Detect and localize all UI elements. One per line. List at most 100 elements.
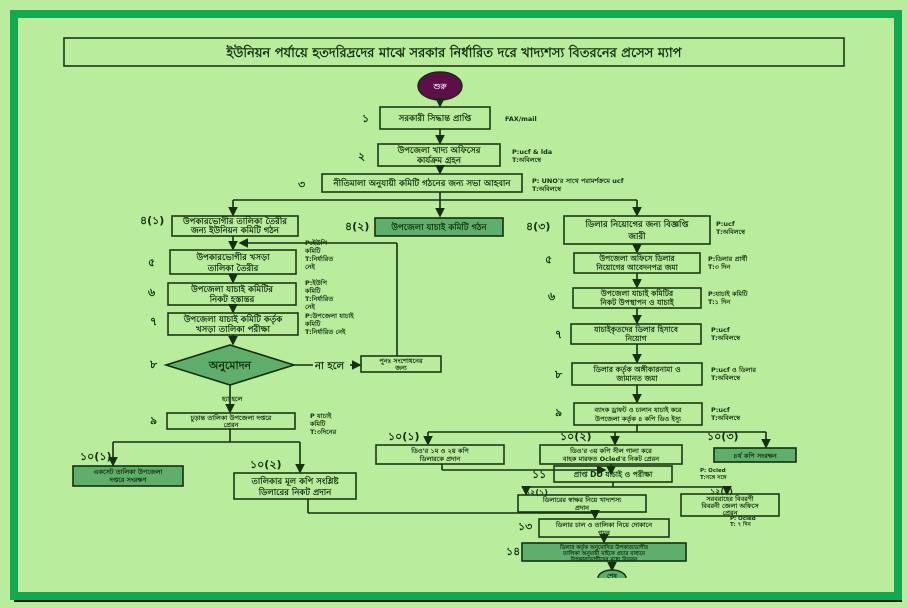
step-number: ১০(২) bbox=[560, 430, 592, 443]
step-number: ১ bbox=[362, 112, 369, 125]
step-text: উপজেলা কর্তৃক ৪ কপি ডিও ইস্যু bbox=[594, 413, 682, 424]
right-step-14[interactable]: ১৪ ডিলার কর্তৃক অনুমোদিত উপকারভোগীর তালি… bbox=[506, 542, 687, 563]
step-note: T:অবিলম্বে bbox=[512, 155, 542, 164]
step-number: ৪(২) bbox=[345, 220, 369, 233]
right-step-12-2[interactable]: ১২(২) সরবরাহের বিবরণী বিবরনী জেলা অফিসে … bbox=[680, 487, 780, 528]
step-4-2[interactable]: ৪(২) উপজেলা যাচাই কমিটি গঠন bbox=[345, 217, 504, 237]
right-step-5[interactable]: ৫ উপজেলা অফিসে ডিলার নিয়োগের আবেদনপত্র … bbox=[545, 252, 749, 274]
step-number: ১০(১) bbox=[388, 430, 419, 443]
step-text: উপজেলা যাচাই কমিটি কর্তৃক bbox=[183, 312, 283, 326]
step-4-3[interactable]: ৪(৩) ডিলার নিয়োগের জন্য বিজ্ঞপ্তি জারী … bbox=[526, 215, 746, 245]
step-text: উপকারভোগীর তালিকা তৈরীর bbox=[182, 214, 288, 227]
left-step-6[interactable]: ৬ উপজেলা যাচাই কমিটির নিকট হস্তান্তর P:ই… bbox=[148, 277, 334, 311]
left-step-7[interactable]: ৭ উপজেলা যাচাই কমিটি কর্তৃক খসড়া তালিকা… bbox=[150, 310, 355, 336]
step-text: তালিকার মূল কপি সংশ্লিষ্ট bbox=[250, 475, 339, 488]
decision-approval[interactable]: ৮ অনুমোদন bbox=[149, 344, 297, 386]
step-note: T: ৭ দিন bbox=[730, 520, 752, 528]
step-text: ডিলারের স্বাক্ষর নিয়ে খাদ্যশস্য bbox=[542, 495, 622, 504]
step-text: উপকারভোগীদের মধ্যে বিতরন bbox=[570, 554, 638, 563]
step-text: সরকারী সিদ্ধান্ত প্রাপ্তি bbox=[398, 111, 473, 124]
step-note: FAX/mail bbox=[505, 115, 537, 123]
step-note: কমিটি bbox=[309, 418, 327, 428]
step-text: বিবরনী জেলা অফিসে bbox=[700, 500, 759, 510]
end-label: শেষ bbox=[607, 572, 618, 580]
right-step-10-2[interactable]: ১০(২) ডিও'র ৩য় কপি সীল গালা করে বাহক মা… bbox=[539, 430, 683, 465]
right-step-9[interactable]: ৯ ব্যাংক ড্রাফট ও চালান যাচাই করে উপজেলা… bbox=[555, 402, 741, 426]
step-number: ৬ bbox=[548, 290, 556, 303]
right-step-6[interactable]: ৬ উপজেলা যাচাই কমিটির নিকট উপস্থাপন ও যা… bbox=[548, 287, 749, 309]
rework-text: জন্য bbox=[394, 364, 408, 372]
step-number: ৫ bbox=[148, 256, 155, 269]
step-number: ৪(১) bbox=[140, 214, 164, 227]
step-text: উপজেলা অফিসে ডিলার bbox=[598, 252, 675, 263]
step-note: T:অবিলম্বে bbox=[711, 373, 741, 382]
step-1[interactable]: ১ সরকারী সিদ্ধান্ত প্রাপ্তি FAX/mail bbox=[362, 106, 537, 130]
right-step-10-1[interactable]: ১০(১) ডিও'র ১ম ও ২য় কপি ডিলারকে প্রদান bbox=[375, 430, 505, 465]
right-step-8[interactable]: ৮ ডিলার কর্তৃক অঙ্গীকারনামা ও জামানত জমা… bbox=[554, 362, 757, 386]
step-text: তালিকা তৈরীর bbox=[207, 261, 260, 274]
step-note: নেই bbox=[305, 262, 317, 271]
step-text: ৪র্থ কপি সংরক্ষন bbox=[733, 451, 778, 460]
step-note: P:ইউপি bbox=[305, 237, 328, 247]
start-node[interactable]: শুরু bbox=[417, 71, 463, 101]
step-text: ডিও'র ১ম ও ২য় কপি bbox=[410, 446, 469, 455]
step-number: ১২(১) bbox=[525, 488, 548, 497]
step-number: ১০(১) bbox=[80, 450, 111, 463]
step-text: গমন bbox=[598, 529, 611, 537]
step-text: দপ্তরে সংরক্ষণ bbox=[108, 476, 147, 484]
step-text: উপজেলা খাদ্য অফিসের bbox=[397, 143, 482, 156]
step-text: প্রেরন bbox=[723, 509, 739, 517]
step-3[interactable]: ৩ নীতিমালা অনুযায়ী কমিটি গঠনের জন্য সভা… bbox=[298, 173, 624, 193]
step-note: কমিটি bbox=[304, 285, 322, 295]
step-note: P: UNO'র সাথে পরামর্শক্রমে ucf bbox=[532, 176, 624, 185]
step-number: ১১ bbox=[532, 468, 546, 481]
left-step-10-2[interactable]: ১০(২) তালিকার মূল কপি সংশ্লিষ্ট ডিলারের … bbox=[233, 458, 357, 500]
step-note: P:ডিলার প্রার্থী bbox=[708, 253, 749, 263]
step-text: জারী bbox=[627, 229, 646, 242]
end-node[interactable]: শেষ bbox=[597, 569, 627, 580]
right-step-13[interactable]: ১৩ ডিলার চাল ও তালিকা নিয়ে দোকানে গমন bbox=[518, 518, 670, 538]
step-note: P:ucf bbox=[711, 326, 730, 334]
step-note: T:অবিলম্বে bbox=[532, 184, 562, 193]
step-number: ১৪ bbox=[506, 545, 520, 558]
step-text: চুড়ান্ত তালিকা উপজেলা দপ্তরে bbox=[190, 412, 273, 423]
step-number: ১২(২) bbox=[710, 487, 733, 496]
step-number: ৩ bbox=[298, 178, 305, 191]
step-2[interactable]: ২ উপজেলা খাদ্য অফিসের কার্যক্রম গ্রহন P:… bbox=[358, 143, 552, 167]
step-text: বাহক মারফত Ocled'র নিকট প্রেরন bbox=[562, 453, 660, 463]
step-text: উপজেলা যাচাই কমিটি গঠন bbox=[390, 220, 487, 233]
step-text: উপজেলা যাচাই কমিটির bbox=[190, 282, 274, 295]
step-note: কমিটি bbox=[304, 318, 322, 328]
step-text: সরবরাহের বিবরণী bbox=[705, 493, 754, 503]
step-number: ১০(২) bbox=[250, 458, 282, 471]
rework-box[interactable]: পুনঃ সংশোধনের জন্য bbox=[360, 355, 442, 373]
step-note: P:ucf & lda bbox=[512, 148, 552, 156]
step-note: T:নির্ধারিত bbox=[305, 254, 334, 263]
step-number: ৪(৩) bbox=[526, 220, 550, 233]
yes-branch-label: হ্যা হলে bbox=[221, 395, 243, 403]
left-step-9[interactable]: ৯ চুড়ান্ত তালিকা উপজেলা দপ্তরে প্রেরন P… bbox=[150, 411, 338, 436]
step-note: P:উপজেলা যাচাই bbox=[305, 310, 355, 320]
diagram-frame bbox=[10, 10, 902, 600]
step-number: ৮ bbox=[149, 358, 158, 371]
step-text: যাচাইকৃতদের ডিলার হিসাবে bbox=[593, 324, 679, 335]
step-text: ডিলারকে প্রদান bbox=[419, 454, 462, 463]
step-note: P:ucf bbox=[716, 220, 735, 228]
right-step-10-3[interactable]: ১০(৩) ৪র্থ কপি সংরক্ষন bbox=[707, 430, 797, 463]
left-step-10-1[interactable]: ১০(১) একসেট তালিকা উপজেলা দপ্তরে সংরক্ষণ bbox=[72, 450, 184, 487]
title-box: ইউনিয়ন পর্যায়ে হতদরিদ্রদের মাঝে সরকার … bbox=[63, 37, 845, 67]
step-text: প্রেরন bbox=[224, 421, 240, 429]
step-text: উপজেলা যাচাই কমিটির bbox=[600, 287, 674, 298]
step-note: T:১ দিন bbox=[708, 297, 731, 306]
step-text: নিয়োগের আবেদনপত্র জমা bbox=[595, 262, 678, 272]
step-number: ৫ bbox=[545, 253, 552, 266]
step-text: উপকারভোগীর খসড়া bbox=[195, 250, 270, 263]
right-step-11[interactable]: ১১ প্রাপ্ত DO যাচাই ও পরীক্ষা P: Ocled T… bbox=[532, 465, 728, 483]
right-step-12-1[interactable]: ১২(১) ডিলারের স্বাক্ষর নিয়ে খাদ্যশস্য প… bbox=[517, 488, 647, 513]
right-step-7[interactable]: ৭ যাচাইকৃতদের ডিলার হিসাবে নিয়োগ P:ucf … bbox=[555, 323, 741, 345]
step-text: নিয়োগ bbox=[624, 333, 647, 343]
step-note: T:নির্ধারিত bbox=[305, 294, 334, 303]
step-4-1[interactable]: ৪(১) উপকারভোগীর তালিকা তৈরীর জন্য ইউনিয়… bbox=[140, 214, 299, 237]
no-branch-label: না হলে bbox=[314, 361, 345, 372]
step-text: নীতিমালা অনুযায়ী কমিটি গঠনের জন্য সভা আ… bbox=[333, 176, 512, 190]
